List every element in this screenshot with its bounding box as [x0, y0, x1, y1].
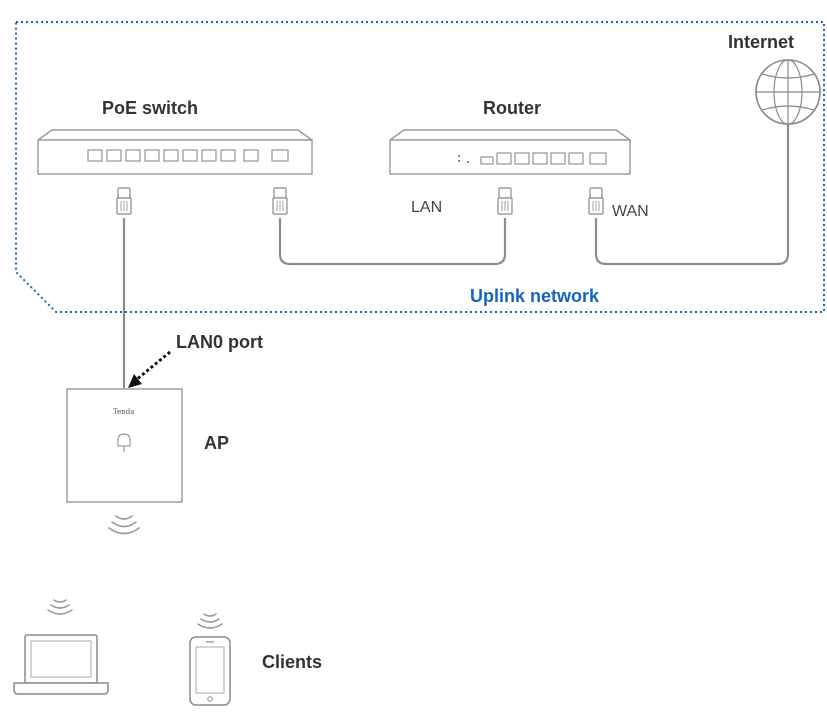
ap-led-icon	[117, 433, 131, 452]
ap-brand-logo: Tenda	[113, 408, 134, 416]
lan-port-label: LAN	[411, 199, 442, 216]
rj45-plug-switch-ap	[116, 187, 132, 215]
uplink-network-label: Uplink network	[470, 286, 600, 306]
poe-switch-device	[37, 129, 313, 175]
rj45-plug-router-lan	[497, 187, 513, 215]
lan0-port-arrow	[128, 350, 171, 388]
poe-switch-label: PoE switch	[102, 98, 198, 118]
cable-router-wan-to-internet	[594, 124, 790, 266]
router-ports	[458, 152, 607, 165]
ap-device: Tenda	[66, 388, 183, 503]
ap-label: AP	[204, 433, 229, 453]
rj45-plug-router-wan	[588, 187, 604, 215]
smartphone-wifi-icon	[197, 613, 223, 629]
router-label: Router	[483, 98, 541, 118]
laptop-icon	[13, 634, 109, 695]
wan-port-label: WAN	[612, 203, 649, 220]
router-device	[389, 129, 631, 175]
clients-label: Clients	[262, 652, 322, 672]
globe-icon	[755, 59, 821, 125]
laptop-wifi-icon	[47, 599, 73, 615]
poe-switch-ports	[87, 149, 289, 162]
uplink-network-boundary	[15, 21, 825, 313]
rj45-plug-switch-uplink	[272, 187, 288, 215]
smartphone-icon	[189, 636, 231, 706]
cable-switch-to-router-lan	[278, 218, 507, 266]
lan0-port-label: LAN0 port	[176, 332, 263, 352]
internet-label: Internet	[728, 32, 794, 52]
wifi-signal-icon	[108, 515, 140, 535]
